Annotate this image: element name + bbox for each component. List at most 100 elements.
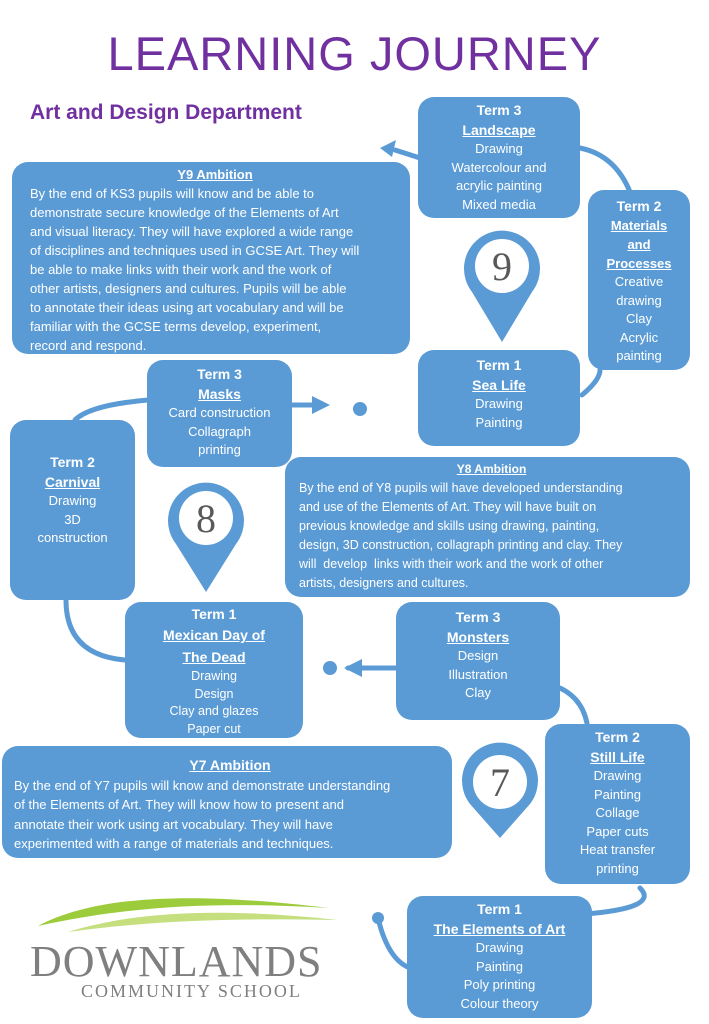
y9-term2-topic: Processes (606, 256, 672, 271)
y9-ambition-line: of disciplines and techniques used in GC… (30, 243, 360, 258)
y9-term1-item: Painting (475, 414, 523, 430)
y9-term2-item: drawing (616, 292, 662, 308)
school-logo-subtitle: COMMUNITY SCHOOL (81, 981, 302, 1001)
y8-term3-item: Card construction (168, 405, 271, 420)
y9-term3-label: Term 3 (476, 102, 522, 118)
y9-term3-item: Mixed media (462, 196, 536, 212)
y9-term3-item: acrylic painting (456, 178, 542, 193)
school-logo-swoosh-icon (38, 898, 338, 932)
y7-term3-box: Term 3 Monsters Design Illustration Clay (396, 602, 560, 720)
y8-term1-item: Clay and glazes (169, 704, 259, 718)
y7-ambition-box: Y7 Ambition By the end of Y7 pupils will… (2, 746, 452, 858)
y9-term1-topic: Sea Life (472, 377, 526, 393)
page-subtitle: Art and Design Department (30, 101, 302, 124)
y7-ambition-line: experimented with a range of materials a… (14, 836, 334, 851)
y7-term2-topic: Still Life (590, 749, 645, 765)
y8-ambition-title: Y8 Ambition (456, 462, 527, 476)
y7-term2-item: Drawing (593, 768, 642, 783)
y8-ambition-line: will develop links with their work and t… (299, 557, 604, 571)
y9-term3-box: Term 3 Landscape Drawing Watercolour and… (418, 97, 580, 218)
y7-term3-label: Term 3 (455, 609, 501, 625)
y9-ambition-line: By the end of KS3 pupils will know and b… (30, 186, 315, 201)
y8-ambition-box: Y8 Ambition By the end of Y8 pupils will… (285, 457, 690, 597)
y8-term2-topic: Carnival (44, 474, 101, 490)
y7-term2-item: Collage (595, 805, 640, 820)
y8-term3-box: Term 3 Masks Card construction Collagrap… (147, 360, 292, 467)
y9-term2-topic: and (627, 237, 651, 252)
y8-ambition-line: By the end of Y8 pupils will have develo… (299, 481, 623, 495)
y9-ambition-line: demonstrate secure knowledge of the Elem… (30, 205, 339, 220)
y8-ambition-line: design, 3D construction, collagraph prin… (299, 538, 623, 552)
y7-ambition-line: of the Elements of Art. They will know h… (14, 797, 344, 812)
y8-ambition-line: and use of the Elements of Art. They wil… (299, 500, 597, 514)
y9-ambition-line: and visual literacy. They will have expl… (30, 224, 354, 239)
y9-term2-topic: Materials (610, 218, 668, 233)
y9-pin-number: 9 (492, 244, 512, 289)
y9-term2-label: Term 2 (616, 198, 662, 214)
y7-ambition-title: Y7 Ambition (189, 757, 271, 773)
y7-term1-label: Term 1 (477, 901, 522, 917)
school-logo-name: DOWNLANDS (30, 937, 323, 986)
y9-map-pin-icon: 9 (462, 226, 542, 344)
y7-term1-item: Painting (476, 958, 523, 974)
y8-term3-topic: Masks (198, 386, 241, 402)
y9-ambition-title: Y9 Ambition (177, 167, 253, 182)
y8-term1-topic: Mexican Day of (163, 627, 265, 643)
y8-term2-item: Drawing (48, 493, 97, 508)
y8-ambition-line: previous knowledge and skills using draw… (299, 519, 600, 533)
y8-term1-item: Paper cut (187, 721, 241, 736)
y8-term2-box: Term 2 Carnival Drawing 3D construction (10, 420, 135, 600)
y9-term1-box: Term 1 Sea Life Drawing Painting (418, 350, 580, 446)
y9-ambition-line: other artists, designers and cultures. P… (30, 281, 347, 296)
y8-ambition-line: artists, designers and cultures. (299, 576, 469, 590)
y9-term2-item: Acrylic (619, 329, 659, 345)
y7-term2-item: printing (596, 860, 639, 876)
y8-term1-label: Term 1 (191, 606, 237, 622)
y8-map-pin-icon: 8 (166, 478, 246, 594)
y7-map-pin-icon: 7 (460, 742, 540, 840)
y9-term2-item: painting (616, 348, 662, 363)
y9-term3-topic: Landscape (462, 122, 536, 138)
y8-term3-item: Collagraph (188, 423, 251, 439)
y7-term2-item: Paper cuts (586, 823, 649, 839)
y7-pin-number: 7 (490, 760, 510, 805)
y7-term3-item: Design (457, 648, 499, 663)
y9-ambition-line: record and respond. (30, 338, 147, 353)
y8-term2-item: construction (37, 530, 108, 545)
y8-term3-label: Term 3 (197, 366, 242, 382)
y8-term1-item: Design (194, 686, 234, 701)
y7-term2-item: Painting (594, 786, 641, 802)
y7-ambition-line: annotate their work using art vocabulary… (14, 816, 333, 832)
y7-term3-item: Clay (464, 685, 491, 700)
y7-term1-item: Colour theory (460, 995, 539, 1011)
page-title: LEARNING JOURNEY (107, 27, 602, 80)
y7-term1-item: Poly printing (463, 977, 536, 992)
y7-term3-item: Illustration (448, 666, 508, 682)
y8-term3-item: printing (198, 442, 241, 457)
y9-term2-item: Clay (625, 311, 652, 326)
y9-ambition-line: familiar with the GCSE terms develop, ex… (30, 319, 322, 334)
y8-term2-label: Term 2 (50, 454, 95, 470)
y7-term3-topic: Monsters (446, 629, 510, 645)
y7-term2-label: Term 2 (595, 729, 640, 745)
y7-term2-box: Term 2 Still Life Drawing Painting Colla… (545, 724, 690, 884)
y9-term2-item: Creative (614, 274, 664, 289)
y9-term2-box: Term 2 Materials and Processes Creative … (588, 190, 690, 370)
y9-term3-item: Drawing (475, 141, 523, 156)
y7-term1-item: Drawing (475, 940, 524, 955)
y9-ambition-line: to annotate their ideas using art vocabu… (30, 300, 344, 315)
y8-term1-topic: The Dead (182, 649, 246, 665)
y7-ambition-line: By the end of Y7 pupils will know and de… (14, 777, 391, 793)
y7-term2-item: Heat transfer (579, 842, 656, 857)
y8-term1-box: Term 1 Mexican Day of The Dead Drawing D… (125, 602, 303, 738)
y8-pin-number: 8 (196, 496, 216, 541)
y8-term1-item: Drawing (191, 669, 237, 683)
y9-term3-item: Watercolour and (451, 159, 547, 175)
y9-term1-item: Drawing (475, 396, 523, 411)
y9-ambition-box: Y9 Ambition By the end of KS3 pupils wil… (12, 162, 410, 354)
y9-term1-label: Term 1 (476, 357, 522, 373)
y7-term1-box: Term 1 The Elements of Art Drawing Paint… (407, 896, 592, 1018)
y8-term2-item: 3D (64, 511, 81, 527)
y9-ambition-line: be able to make links with their work an… (30, 262, 332, 277)
